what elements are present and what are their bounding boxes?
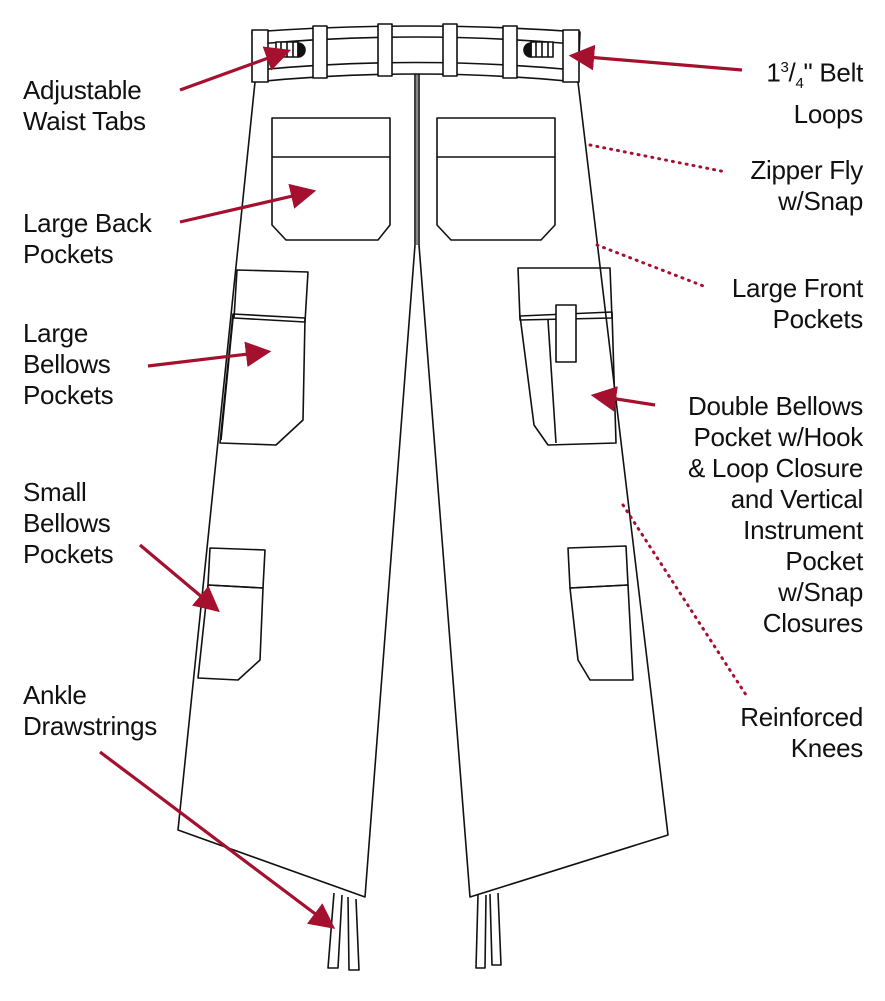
- belt-loop: [442, 23, 458, 77]
- back-pocket-left: [271, 117, 391, 241]
- arrow-small-bellows: [138, 543, 220, 613]
- belt-loop: [312, 25, 328, 79]
- label-large-bellows: Large Bellows Pockets: [23, 318, 114, 410]
- label-reinforced-knees: Reinforced Knees: [740, 702, 863, 763]
- arrow-back-pockets: [179, 183, 317, 224]
- back-pocket-right: [436, 117, 556, 241]
- left-leg: [177, 74, 416, 898]
- arrow-waist-tabs: [179, 46, 292, 92]
- drawstring-left: [327, 892, 360, 971]
- label-front-pockets: Large Front Pockets: [731, 273, 863, 334]
- waist-tab-right: [523, 41, 554, 58]
- label-double-bellows: Double Bellows Pocket w/Hook & Loop Clos…: [687, 391, 863, 638]
- dotted-front-pockets: [595, 243, 708, 289]
- label-waist-tabs: Adjustable Waist Tabs: [23, 75, 146, 136]
- small-bellows-pocket-left: [207, 547, 266, 589]
- right-leg: [418, 74, 669, 898]
- instrument-pocket: [555, 304, 577, 363]
- arrow-drawstrings: [99, 750, 336, 929]
- belt-loops-text: " Belt Loops: [793, 57, 864, 129]
- arrow-large-bellows: [147, 341, 272, 368]
- arrow-double-bellows: [590, 386, 656, 412]
- label-small-bellows: Small Bellows Pockets: [23, 477, 114, 569]
- dotted-zipper-fly: [588, 143, 728, 174]
- small-bellows-pocket-right: [567, 545, 629, 589]
- drawstring-right: [475, 892, 502, 969]
- belt-loops-fraction-top: 3: [780, 59, 789, 76]
- arrow-belt-loops: [568, 44, 743, 72]
- belt-loop: [502, 25, 518, 79]
- label-zipper-fly: Zipper Fly w/Snap: [750, 155, 863, 216]
- label-belt-loops: 13/4" Belt Loops: [766, 57, 864, 129]
- belt-loops-fraction-bottom: 4: [795, 74, 804, 92]
- belt-loop: [251, 29, 269, 83]
- belt-loop: [377, 23, 393, 77]
- label-back-pockets: Large Back Pockets: [23, 208, 152, 269]
- label-ankle-drawstrings: Ankle Drawstrings: [23, 680, 157, 741]
- belt-loops-number: 1: [766, 57, 781, 88]
